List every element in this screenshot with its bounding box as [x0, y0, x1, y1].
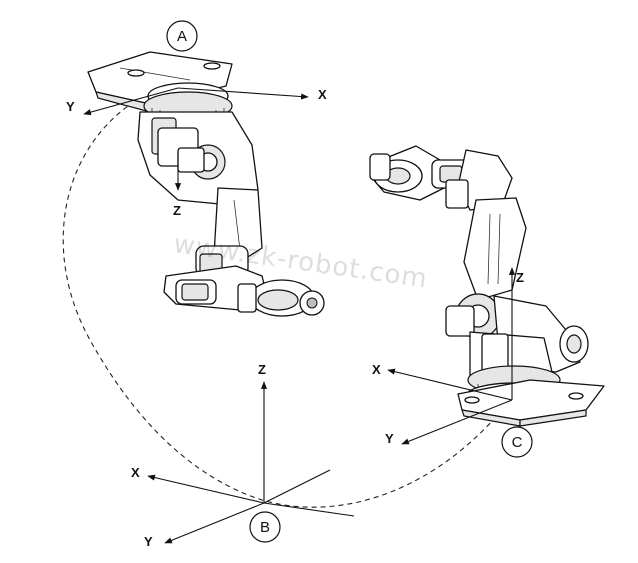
c-x-axis	[387, 368, 513, 401]
robot-a-icon	[87, 51, 325, 317]
b-z-label: Z	[258, 362, 266, 377]
c-x-label: X	[372, 362, 381, 377]
b-y-axis	[164, 502, 265, 544]
c-y-label: Y	[385, 431, 394, 446]
a-marker-circle	[166, 20, 198, 52]
b-y-label: Y	[144, 534, 153, 549]
a-y-label: Y	[66, 99, 75, 114]
c-marker-label: C	[512, 434, 523, 451]
tool-frame-a: X Y Z A	[66, 20, 327, 218]
base-frame-c: Z X Y C	[372, 267, 533, 458]
trajectory-path	[62, 91, 496, 508]
world-frame-b: Z X Y B	[131, 362, 355, 549]
a-x-axis	[177, 87, 309, 100]
a-x-label: X	[318, 87, 327, 102]
c-z-label: Z	[516, 270, 524, 285]
b-marker-circle	[249, 511, 281, 543]
robot-c-icon	[369, 145, 605, 427]
c-marker-circle	[501, 426, 533, 458]
b-y-extension	[263, 469, 331, 504]
a-marker-label: A	[177, 28, 187, 45]
a-y-axis	[83, 87, 179, 116]
b-x-extension	[263, 502, 355, 517]
b-x-label: X	[131, 465, 140, 480]
c-y-axis	[401, 399, 513, 445]
b-marker-label: B	[260, 519, 270, 536]
b-x-axis	[147, 474, 265, 504]
a-z-label: Z	[173, 203, 181, 218]
